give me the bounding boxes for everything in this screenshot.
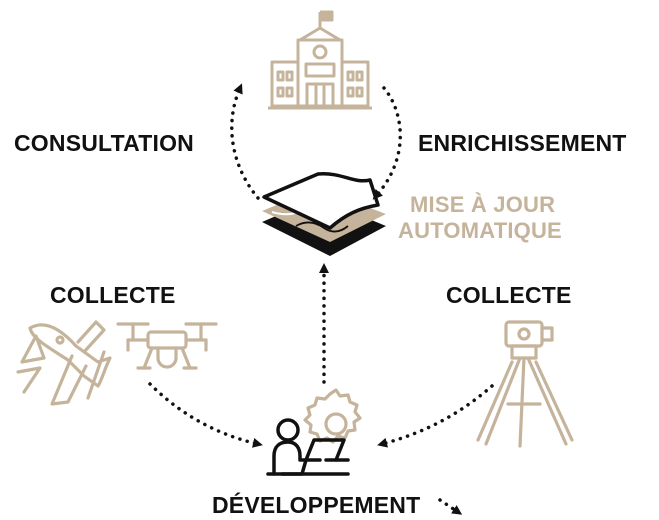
label-mise-a-jour: MISE À JOUR: [410, 192, 556, 217]
label-developpement: DÉVELOPPEMENT: [212, 492, 421, 518]
label-automatique: AUTOMATIQUE: [398, 218, 562, 243]
map-layers-icon: [262, 172, 386, 256]
arrow-enrichissement: [372, 86, 402, 200]
drone-icon: [116, 322, 218, 370]
label-enrichissement: ENRICHISSEMENT: [418, 130, 627, 156]
town-hall-icon: [268, 10, 372, 110]
label-consultation: CONSULTATION: [14, 130, 194, 156]
connector-arrows: [148, 83, 494, 515]
arrow-consultation: [230, 83, 260, 200]
arrow-developpement-out: [438, 498, 463, 515]
arrow-collecte-left: [148, 382, 263, 448]
arrow-collecte-right: [377, 384, 494, 448]
total-station-tripod-icon: [476, 320, 574, 448]
developer-at-laptop-with-gear-icon: [266, 388, 362, 476]
label-collecte-left: COLLECTE: [50, 282, 176, 308]
airplane-icon: [16, 320, 112, 406]
label-collecte-right: COLLECTE: [446, 282, 572, 308]
